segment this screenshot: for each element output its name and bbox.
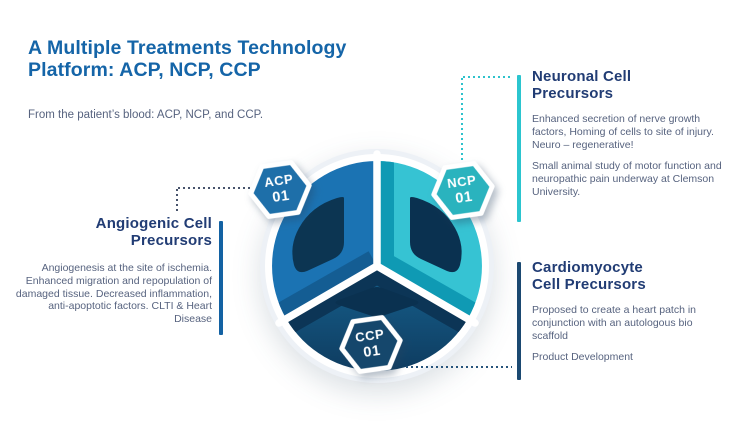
paragraph: Proposed to create a heart patch in conj…: [532, 304, 697, 342]
hexagon-icon: [339, 315, 403, 374]
ncp-badge-number: 01: [454, 188, 474, 207]
page-title-line-1: A Multiple Treatments Technology: [28, 37, 347, 59]
section-cardiomyocyte-heading: Cardiomyocyte Cell Precursors: [532, 259, 726, 293]
page-title-line-2: Platform: ACP, NCP, CCP: [28, 59, 261, 81]
section-neuronal-heading: Neuronal Cell Precursors: [532, 68, 726, 102]
acp-badge: ACP 01: [244, 156, 316, 223]
heading-line: Cardiomyocyte: [532, 259, 643, 276]
acp-badge-label: ACP 01: [244, 156, 316, 223]
segment-acp-inner-shape: [292, 197, 344, 273]
hexagon-icon: [431, 161, 495, 220]
section-angiogenic-body: Angiogenesis at the site of ischemia. En…: [10, 262, 212, 326]
section-cardiomyocyte: Cardiomyocyte Cell Precursors Proposed t…: [532, 259, 726, 364]
ncp-connector-vertical: [461, 78, 463, 162]
ncp-badge: NCP 01: [427, 157, 499, 224]
heading-line: Precursors: [532, 84, 614, 102]
neuronal-accent-bar: [517, 75, 521, 222]
section-angiogenic: Angiogenic Cell Precursors Angiogenesis …: [10, 215, 212, 326]
acp-connector-vertical: [176, 189, 178, 213]
paragraph: Enhanced secretion of nerve growth facto…: [532, 113, 714, 151]
intro-text: From the patient’s blood: ACP, NCP, and …: [28, 109, 264, 121]
ccp-badge-number: 01: [362, 342, 382, 361]
ncp-connector-horizontal: [463, 76, 513, 78]
hexagon-icon: [248, 160, 312, 219]
platform-wheel-graphic: [260, 149, 494, 383]
section-angiogenic-heading: Angiogenic Cell Precursors: [10, 215, 212, 249]
heading-line: Precursors: [130, 231, 212, 249]
acp-connector-horizontal: [178, 187, 252, 189]
ccp-badge: CCP 01: [335, 311, 407, 378]
heading-line: Angiogenic Cell: [95, 215, 212, 232]
paragraph: Product Development: [532, 351, 633, 364]
segment-ncp-inner-shape: [410, 197, 462, 273]
page-title: A Multiple Treatments Technology Platfor…: [28, 37, 347, 81]
wheel-divider-y: [275, 150, 479, 327]
cardiomyocyte-accent-bar: [517, 262, 521, 380]
paragraph: Small animal study of motor function and…: [532, 160, 722, 198]
acp-badge-number: 01: [271, 187, 291, 206]
segment-ccp-inner-shape: [335, 287, 419, 317]
ccp-badge-label: CCP 01: [335, 311, 407, 378]
paragraph: Angiogenesis at the site of ischemia. En…: [15, 262, 212, 326]
section-neuronal: Neuronal Cell Precursors Enhanced secret…: [532, 68, 726, 199]
section-cardiomyocyte-body: Proposed to create a heart patch in conj…: [532, 304, 726, 364]
heading-line: Neuronal Cell: [532, 68, 632, 85]
angiogenic-accent-bar: [219, 221, 223, 335]
ccp-connector-horizontal: [406, 366, 512, 368]
section-neuronal-body: Enhanced secretion of nerve growth facto…: [532, 113, 726, 199]
heading-line: Cell Precursors: [532, 275, 646, 293]
ncp-badge-label: NCP 01: [427, 157, 499, 224]
